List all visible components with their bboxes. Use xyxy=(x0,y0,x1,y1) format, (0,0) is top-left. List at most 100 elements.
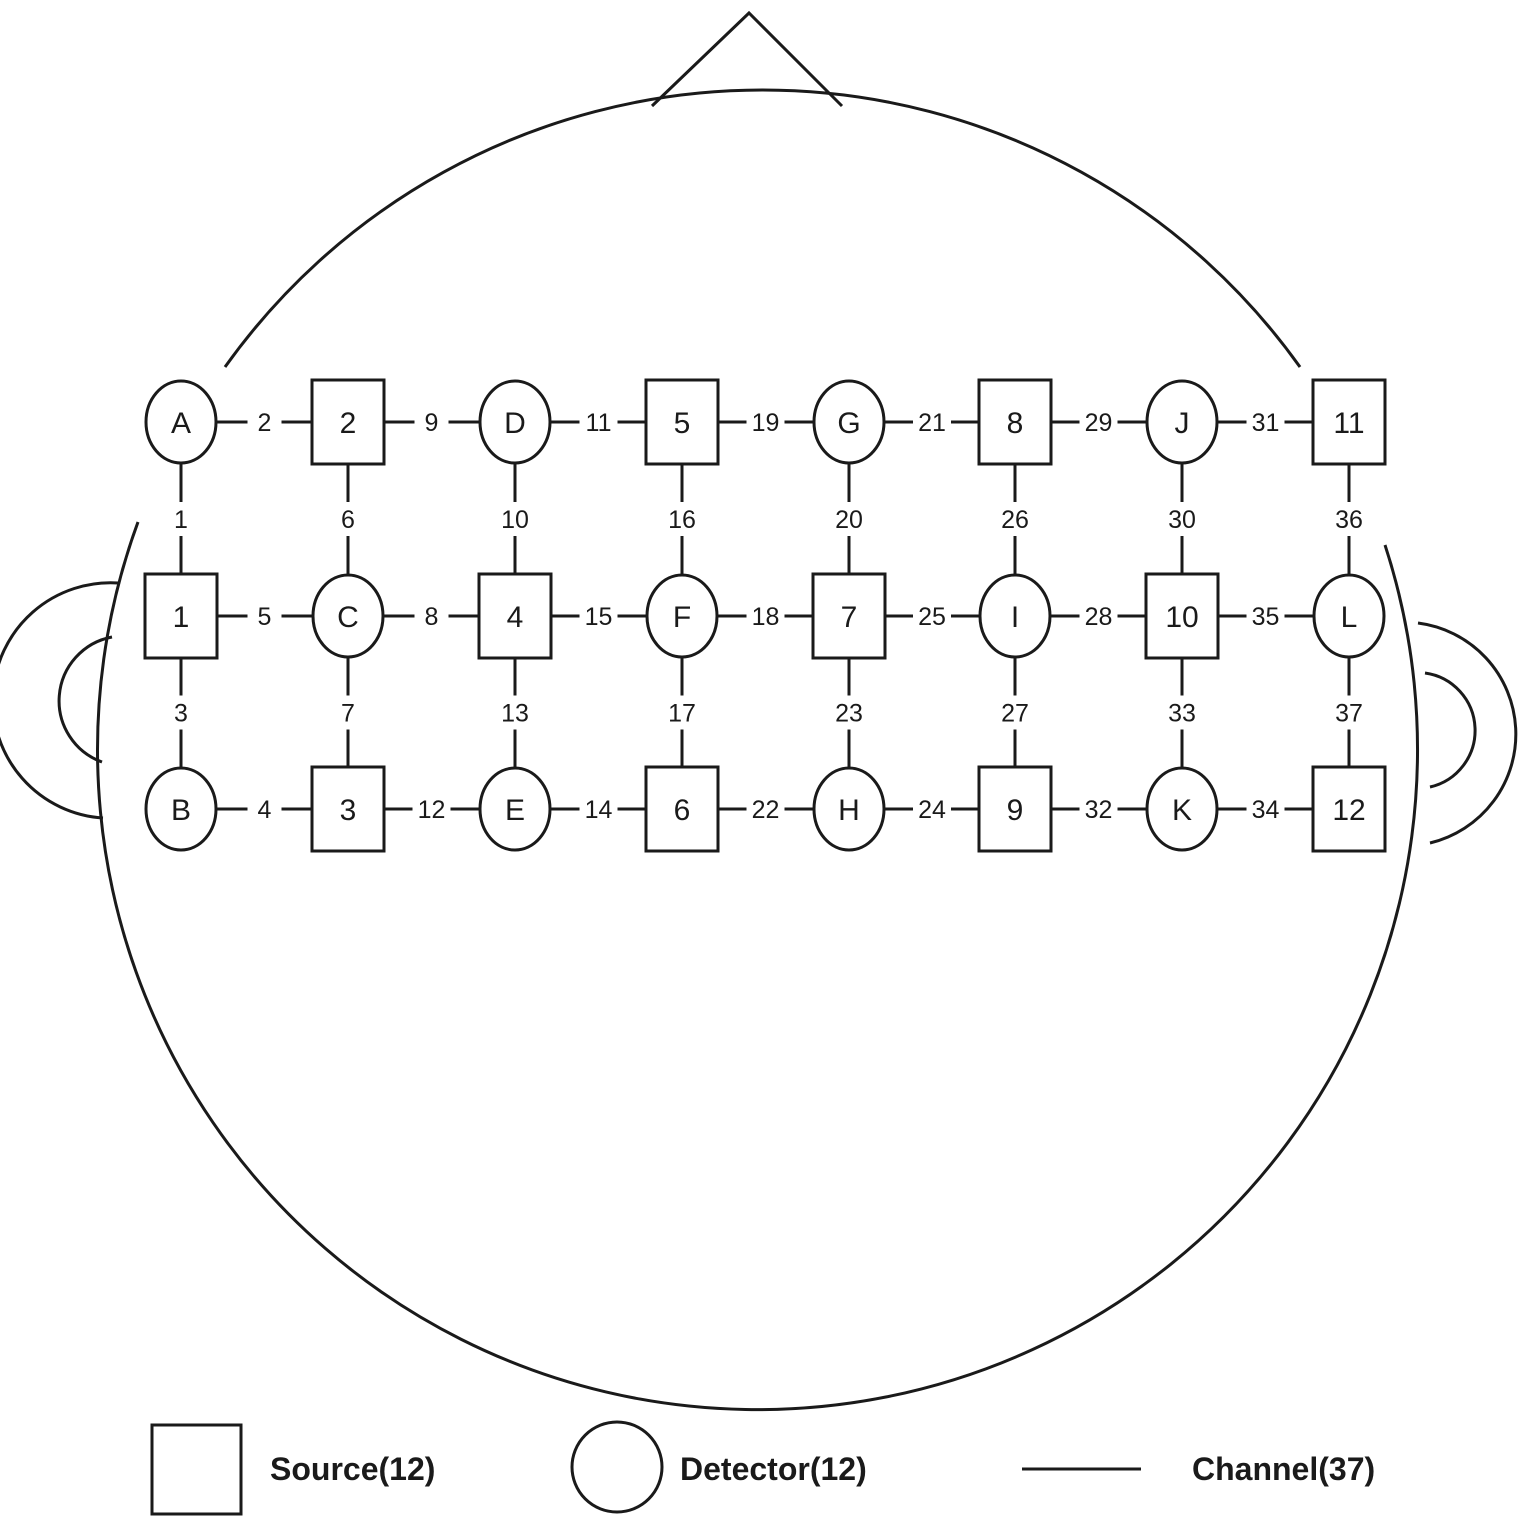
detector-circle-F xyxy=(645,573,719,659)
channel-label-35: 35 xyxy=(1252,603,1280,631)
detector-circle-D xyxy=(478,379,552,465)
left-ear-inner xyxy=(57,635,113,764)
source-square-5 xyxy=(644,378,720,466)
channel-label-11: 11 xyxy=(586,409,612,437)
channel-label-bg-31 xyxy=(1246,409,1285,435)
channel-label-bg-3 xyxy=(164,695,198,730)
channel-label-bg-4 xyxy=(247,796,282,822)
right-ear-inner xyxy=(1424,671,1477,789)
channel-label-bg-25 xyxy=(913,603,951,629)
channel-label-27: 27 xyxy=(1001,700,1029,728)
channel-label-24: 24 xyxy=(918,796,946,824)
channel-label-20: 20 xyxy=(835,506,863,534)
head-outline xyxy=(0,10,1518,1412)
channel-label-bg-28 xyxy=(1079,603,1118,629)
channel-label-bg-21 xyxy=(913,409,951,435)
channel-label-bg-33 xyxy=(1165,695,1199,730)
source-square-11 xyxy=(1311,378,1387,466)
channel-label-bg-20 xyxy=(832,502,866,536)
detector-label-B: B xyxy=(171,794,191,827)
detector-circle-C xyxy=(311,573,385,659)
source-label-4: 4 xyxy=(507,601,524,634)
legend-source-label: Source(12) xyxy=(270,1451,435,1487)
source-square-3 xyxy=(310,765,386,853)
channel-label-bg-19 xyxy=(746,409,785,435)
channel-label-bg-10 xyxy=(498,502,532,536)
detector-circle-I xyxy=(978,573,1052,659)
detector-circle-L xyxy=(1312,573,1386,659)
source-square-2 xyxy=(310,378,386,466)
legend-detector-label: Detector(12) xyxy=(680,1451,867,1487)
channel-label-18: 18 xyxy=(752,603,780,631)
channel-label-14: 14 xyxy=(585,796,613,824)
channel-label-bg-37 xyxy=(1332,695,1366,730)
channel-label-32: 32 xyxy=(1085,796,1113,824)
channel-label-bg-22 xyxy=(746,796,785,822)
source-label-5: 5 xyxy=(674,407,691,440)
detector-circle-K xyxy=(1145,766,1219,852)
detector-circle-A xyxy=(144,379,218,465)
source-label-12: 12 xyxy=(1332,794,1365,827)
channel-label-4: 4 xyxy=(258,796,272,824)
channel-label-bg-18 xyxy=(746,603,785,629)
legend-source-square xyxy=(150,1423,243,1516)
source-square-7 xyxy=(811,572,887,660)
head-circle xyxy=(223,88,1302,368)
source-square-1 xyxy=(143,572,219,660)
channel-label-29: 29 xyxy=(1085,409,1113,437)
channel-label-bg-26 xyxy=(998,502,1032,536)
legend-detector-circle xyxy=(570,1420,664,1514)
detector-label-K: K xyxy=(1172,794,1192,827)
channel-label-bg-24 xyxy=(913,796,951,822)
channel-label-bg-36 xyxy=(1332,502,1366,536)
channel-label-30: 30 xyxy=(1168,506,1196,534)
right-ear-outer xyxy=(1417,621,1518,845)
source-label-2: 2 xyxy=(340,407,357,440)
source-square-4 xyxy=(477,572,553,660)
channel-label-bg-34 xyxy=(1246,796,1285,822)
channel-label-7: 7 xyxy=(341,700,355,728)
source-square-12 xyxy=(1311,765,1387,853)
channel-label-bg-23 xyxy=(832,695,866,730)
detector-label-H: H xyxy=(838,794,860,827)
channel-label-25: 25 xyxy=(918,603,946,631)
channel-label-bg-30 xyxy=(1165,502,1199,536)
channel-label-31: 31 xyxy=(1252,409,1280,437)
source-label-9: 9 xyxy=(1007,794,1024,827)
head-circle-lower xyxy=(96,521,1419,1412)
source-label-11: 11 xyxy=(1333,407,1364,440)
channel-label-23: 23 xyxy=(835,700,863,728)
channel-label-16: 16 xyxy=(668,506,696,534)
channel-label-bg-11 xyxy=(579,409,618,435)
source-label-3: 3 xyxy=(340,794,357,827)
channel-label-36: 36 xyxy=(1335,506,1363,534)
channel-label-3: 3 xyxy=(174,700,188,728)
left-ear-outer xyxy=(0,581,119,820)
detector-circle-B xyxy=(144,766,218,852)
source-label-1: 1 xyxy=(173,601,190,634)
channel-label-19: 19 xyxy=(752,409,780,437)
channel-label-bg-1 xyxy=(164,502,198,536)
detector-circle-J xyxy=(1145,379,1219,465)
legend-channel-label: Channel(37) xyxy=(1192,1451,1375,1487)
channel-label-37: 37 xyxy=(1335,700,1363,728)
channel-label-bg-14 xyxy=(579,796,618,822)
detector-circle-E xyxy=(478,766,552,852)
detector-label-C: C xyxy=(337,601,359,634)
channel-label-22: 22 xyxy=(752,796,780,824)
source-label-6: 6 xyxy=(674,794,691,827)
channel-label-5: 5 xyxy=(258,603,272,631)
source-square-9 xyxy=(977,765,1053,853)
channel-label-bg-12 xyxy=(412,796,451,822)
channel-label-bg-13 xyxy=(498,695,532,730)
channel-label-bg-15 xyxy=(579,603,618,629)
channel-label-bg-8 xyxy=(414,603,449,629)
channel-label-26: 26 xyxy=(1001,506,1029,534)
source-label-7: 7 xyxy=(841,601,858,634)
channel-label-2: 2 xyxy=(258,409,272,437)
channel-label-bg-2 xyxy=(247,409,282,435)
channel-label-bg-16 xyxy=(665,502,699,536)
